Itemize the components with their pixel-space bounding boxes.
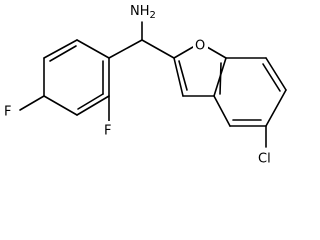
chlorine-label: Cl	[258, 152, 271, 167]
fluorine-para-label-mask	[2, 102, 16, 120]
benzofuran-ring-system	[173, 46, 287, 127]
bond	[19, 95, 45, 111]
bond	[43, 39, 78, 59]
bond	[265, 89, 287, 127]
bond	[173, 57, 184, 97]
bond	[141, 39, 175, 59]
amine-label-subscript: 2	[150, 10, 156, 21]
fluorine-ortho-label-mask	[102, 121, 116, 139]
chemical-structure-diagram: NH2 O F F Cl	[2, 0, 287, 168]
amine-label-main: NH	[130, 4, 150, 19]
bond	[173, 46, 194, 59]
bond	[43, 95, 78, 116]
fluorine-ortho-label: F	[104, 124, 111, 139]
ring-oxygen-label: O	[195, 39, 205, 54]
fluorine-para-label: F	[4, 105, 11, 120]
bond	[108, 39, 143, 59]
bond	[76, 95, 110, 116]
chlorine-label-mask	[255, 148, 277, 168]
bond	[178, 60, 188, 91]
amine-label: NH2	[130, 4, 156, 22]
bond	[49, 45, 77, 62]
bond	[265, 57, 287, 91]
bond	[206, 46, 227, 59]
amine-label-mask	[128, 0, 160, 21]
bond	[262, 63, 281, 92]
oxygen-label-mask	[193, 36, 208, 55]
bond	[213, 95, 231, 127]
difluorophenyl-ring	[43, 39, 110, 116]
bond	[77, 93, 104, 110]
bond	[219, 62, 222, 95]
bond	[76, 39, 110, 59]
